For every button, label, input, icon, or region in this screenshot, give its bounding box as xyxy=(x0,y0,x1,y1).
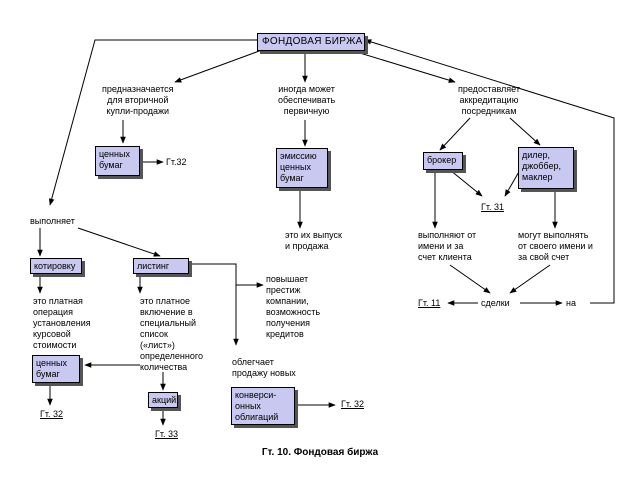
arrow-listing-to-ease xyxy=(192,263,239,346)
box-securities-top: ценных бумаг xyxy=(95,146,140,176)
title-box: ФОНДОВАЯ БИРЖА xyxy=(257,33,365,51)
arrow-broker-to-g31 xyxy=(449,169,483,197)
ref-g32-right: Гт. 32 xyxy=(341,399,365,409)
ref-g32-left: Гт. 32 xyxy=(40,409,64,419)
label-own-name-self: могут выполнять от своего имени и за сво… xyxy=(518,230,593,262)
ref-g31: Гт. 31 xyxy=(481,202,505,212)
label-on: на xyxy=(566,298,576,308)
arrow-client-to-deals xyxy=(449,264,491,294)
label-issue-sale: это их выпуск и продажа xyxy=(285,230,342,251)
figure-caption: Гт. 10. Фондовая биржа xyxy=(261,447,379,458)
label-deals: сделки xyxy=(481,298,510,308)
label-performs: выполняет xyxy=(30,216,75,226)
box-securities-bottom: ценных бумаг xyxy=(32,355,80,383)
box-quote: котировку xyxy=(30,258,82,274)
label-intended: предназначается для вторичной купли-прод… xyxy=(102,84,174,116)
arrow-title-to-provides xyxy=(349,49,456,83)
box-shares: акций xyxy=(148,392,178,408)
box-broker: брокер xyxy=(423,152,463,170)
label-quote-desc: это платная операция установления курсов… xyxy=(33,296,91,350)
box-convertible: конверси- онных облигаций xyxy=(231,387,295,425)
ref-g32-top: Гт.32 xyxy=(166,157,187,167)
label-prestige: повышает престиж компании, возможность п… xyxy=(266,274,321,339)
box-emission: эмиссию ценных бумаг xyxy=(276,148,328,188)
box-listing: листинг xyxy=(133,258,189,274)
arrow-dealer-to-g31 xyxy=(504,169,521,197)
arrow-provides-to-dealer xyxy=(509,117,541,146)
loop-deals-to-title xyxy=(364,39,615,304)
label-ease-sale: облегчает продажу новых xyxy=(232,357,296,378)
label-provides: предоставляет аккредитацию посредникам xyxy=(458,84,520,116)
label-listing-desc: это платное включение в специальный спис… xyxy=(140,296,203,372)
arrow-title-to-intended xyxy=(174,49,263,83)
ref-g33: Гт. 33 xyxy=(155,429,179,439)
ref-g11: Гт. 11 xyxy=(418,298,441,308)
label-sometimes: иногда может обеспечивать первичную xyxy=(278,84,336,116)
arrow-provides-to-broker xyxy=(439,117,471,151)
label-own-name-client: выполняют от имени и за счет клиента xyxy=(418,230,477,262)
arrow-self-to-deals xyxy=(509,264,551,294)
loop-title-to-performs xyxy=(48,39,257,206)
arrow-performs-to-listing xyxy=(77,227,161,257)
box-dealer: дилер, джоббер, маклер xyxy=(518,147,574,189)
